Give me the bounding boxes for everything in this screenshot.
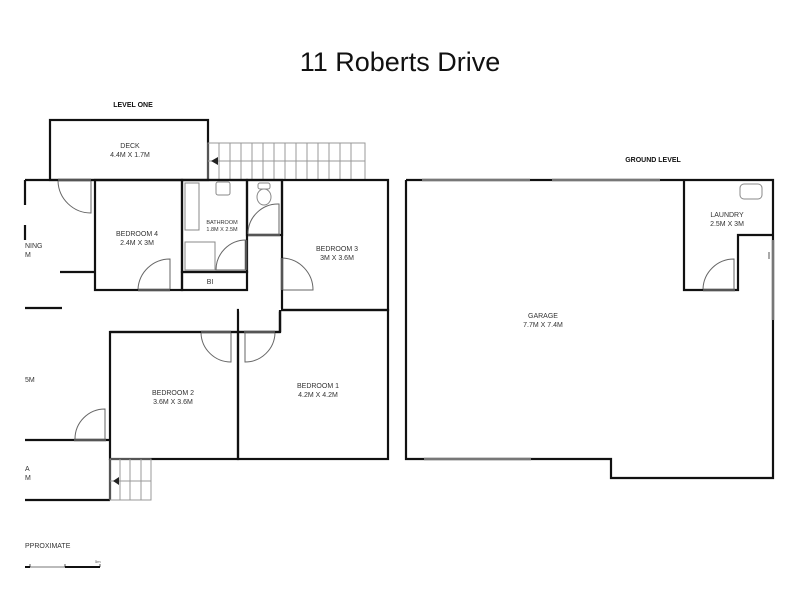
bedroom3-name: BEDROOM 3 [316,246,358,253]
dining-name: NING [25,243,43,250]
door-icon [244,332,276,363]
bedroom1-name: BEDROOM 1 [297,383,339,390]
page-title: 11 Roberts Drive [299,47,501,77]
door-icon [200,332,232,363]
scale-bar: 5m [25,559,101,568]
stairs-bottom [109,458,152,501]
door-icon [215,239,247,271]
ground-level-label: GROUND LEVEL [625,157,681,164]
level-one-label: LEVEL ONE [113,102,153,109]
garage-size: 7.7M X 7.4M [523,322,563,329]
bathroom-name: BATHROOM [206,220,238,226]
shower-icon [184,241,216,271]
garage-name: GARAGE [528,313,558,320]
bathtub-icon [184,182,200,231]
door-icon [247,203,280,235]
partial-room-size: 5M [25,377,35,384]
bedroom1-size: 4.2M X 4.2M [298,392,338,399]
toilet-icon [256,188,272,206]
partial-room-name: A [25,466,30,473]
bedroom2-size: 3.6M X 3.6M [153,399,193,406]
dining-size: M [25,252,31,259]
bedroom1-room [236,308,390,461]
bedroom2-name: BEDROOM 2 [152,390,194,397]
bedroom3-size: 3M X 3.6M [320,255,354,262]
door-icon [282,257,314,291]
sink-icon [739,183,763,200]
garage-room [404,178,775,480]
partial-room2-size: M [25,475,31,482]
deck-size: 4.4M X 1.7M [110,152,150,159]
bedroom4-name: BEDROOM 4 [116,231,158,238]
sink-icon [215,181,231,196]
bi-cupboard [180,270,249,292]
bedroom4-size: 2.4M X 3M [120,240,154,247]
deck-name: DECK [120,143,140,150]
disclaimer-text: PPROXIMATE [25,543,71,550]
door-icon [137,258,171,290]
arrow-icon [113,477,119,485]
door-icon [702,258,735,290]
laundry-name: LAUNDRY [710,212,744,219]
door-icon [74,408,106,440]
laundry-room [682,180,773,292]
door-icon [57,180,92,214]
arrow-icon [211,157,218,165]
stairs-top [207,142,366,181]
scale-label: 5m [95,559,101,564]
laundry-size: 2.5M X 3M [710,221,744,228]
deck-room [48,118,210,182]
bi-label: BI [207,279,214,286]
bathroom-size: 1.8M X 2.5M [206,227,238,233]
